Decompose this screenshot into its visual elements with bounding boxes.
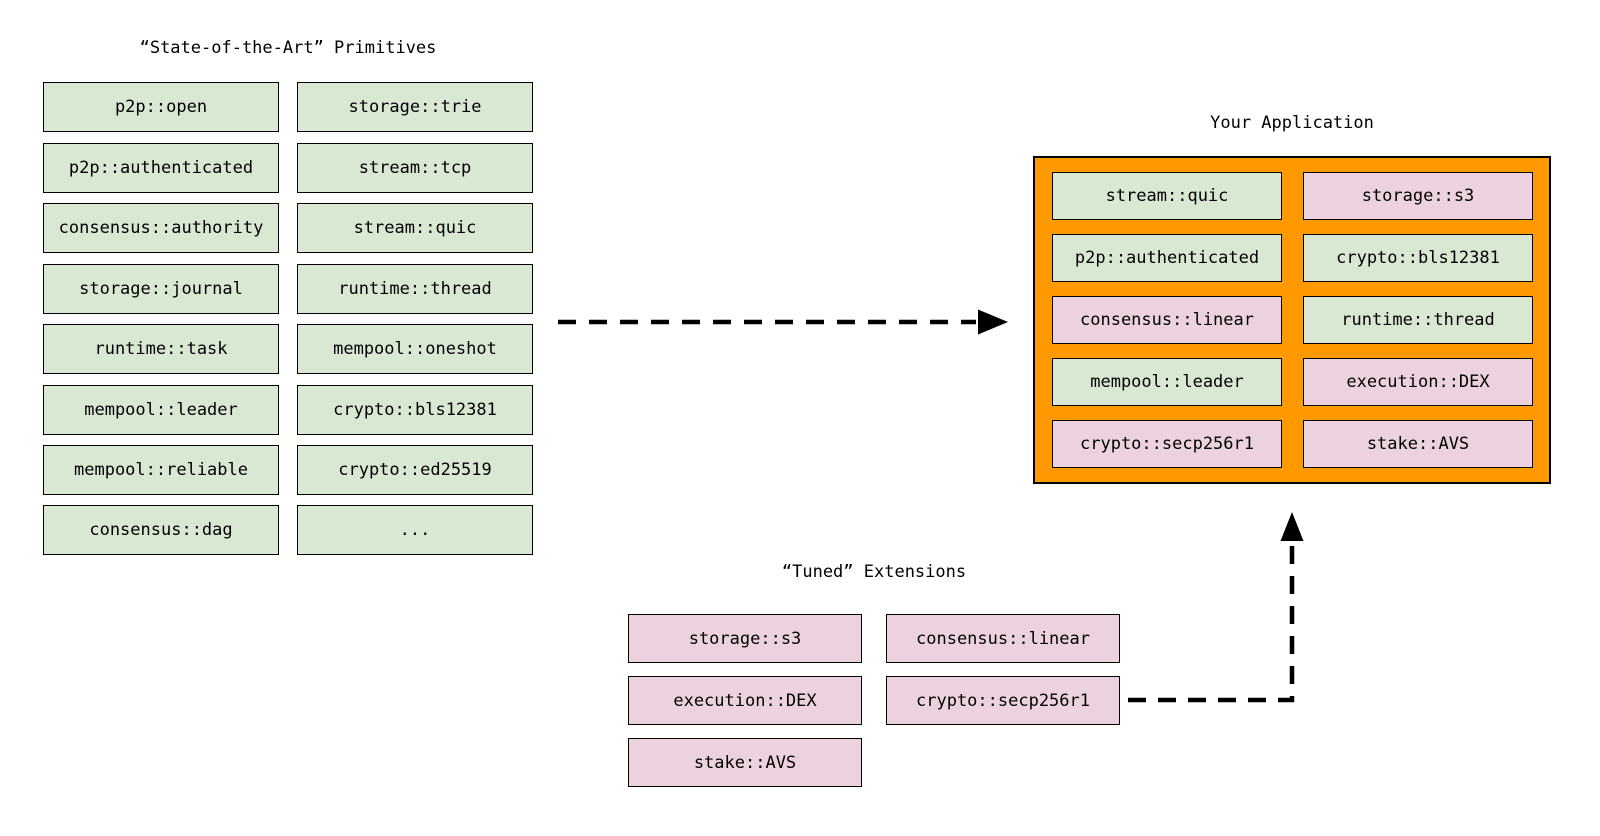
- primitive-box: consensus::dag: [43, 505, 279, 555]
- arrow-extensions-to-app: [1128, 512, 1304, 703]
- arrow-primitives-to-app: [558, 309, 1008, 335]
- primitive-box: crypto::ed25519: [297, 445, 533, 495]
- primitive-box: p2p::authenticated: [43, 143, 279, 193]
- application-cell: consensus::linear: [1052, 296, 1282, 344]
- extension-box: execution::DEX: [628, 676, 862, 725]
- primitive-box: mempool::reliable: [43, 445, 279, 495]
- primitive-box: mempool::leader: [43, 385, 279, 435]
- application-cell: p2p::authenticated: [1052, 234, 1282, 282]
- extension-box: storage::s3: [628, 614, 862, 663]
- primitive-box: ...: [297, 505, 533, 555]
- primitives-title: “State-of-the-Art” Primitives: [139, 38, 437, 58]
- primitive-box: runtime::task: [43, 324, 279, 374]
- primitive-box: storage::trie: [297, 82, 533, 132]
- application-container: stream::quic storage::s3 p2p::authentica…: [1033, 156, 1551, 484]
- application-cell: crypto::secp256r1: [1052, 420, 1282, 468]
- application-cell: crypto::bls12381: [1303, 234, 1533, 282]
- primitive-box: p2p::open: [43, 82, 279, 132]
- application-cell: stake::AVS: [1303, 420, 1533, 468]
- primitive-box: runtime::thread: [297, 264, 533, 314]
- primitive-box: consensus::authority: [43, 203, 279, 253]
- primitive-box: storage::journal: [43, 264, 279, 314]
- application-cell: execution::DEX: [1303, 358, 1533, 406]
- application-cell: runtime::thread: [1303, 296, 1533, 344]
- extension-box: consensus::linear: [886, 614, 1120, 663]
- application-cell: mempool::leader: [1052, 358, 1282, 406]
- extension-box: crypto::secp256r1: [886, 676, 1120, 725]
- application-title: Your Application: [1210, 113, 1374, 133]
- application-cell: storage::s3: [1303, 172, 1533, 220]
- primitive-box: stream::tcp: [297, 143, 533, 193]
- application-cell: stream::quic: [1052, 172, 1282, 220]
- primitive-box: mempool::oneshot: [297, 324, 533, 374]
- extensions-title: “Tuned” Extensions: [781, 562, 967, 582]
- primitive-box: crypto::bls12381: [297, 385, 533, 435]
- extension-box: stake::AVS: [628, 738, 862, 787]
- primitive-box: stream::quic: [297, 203, 533, 253]
